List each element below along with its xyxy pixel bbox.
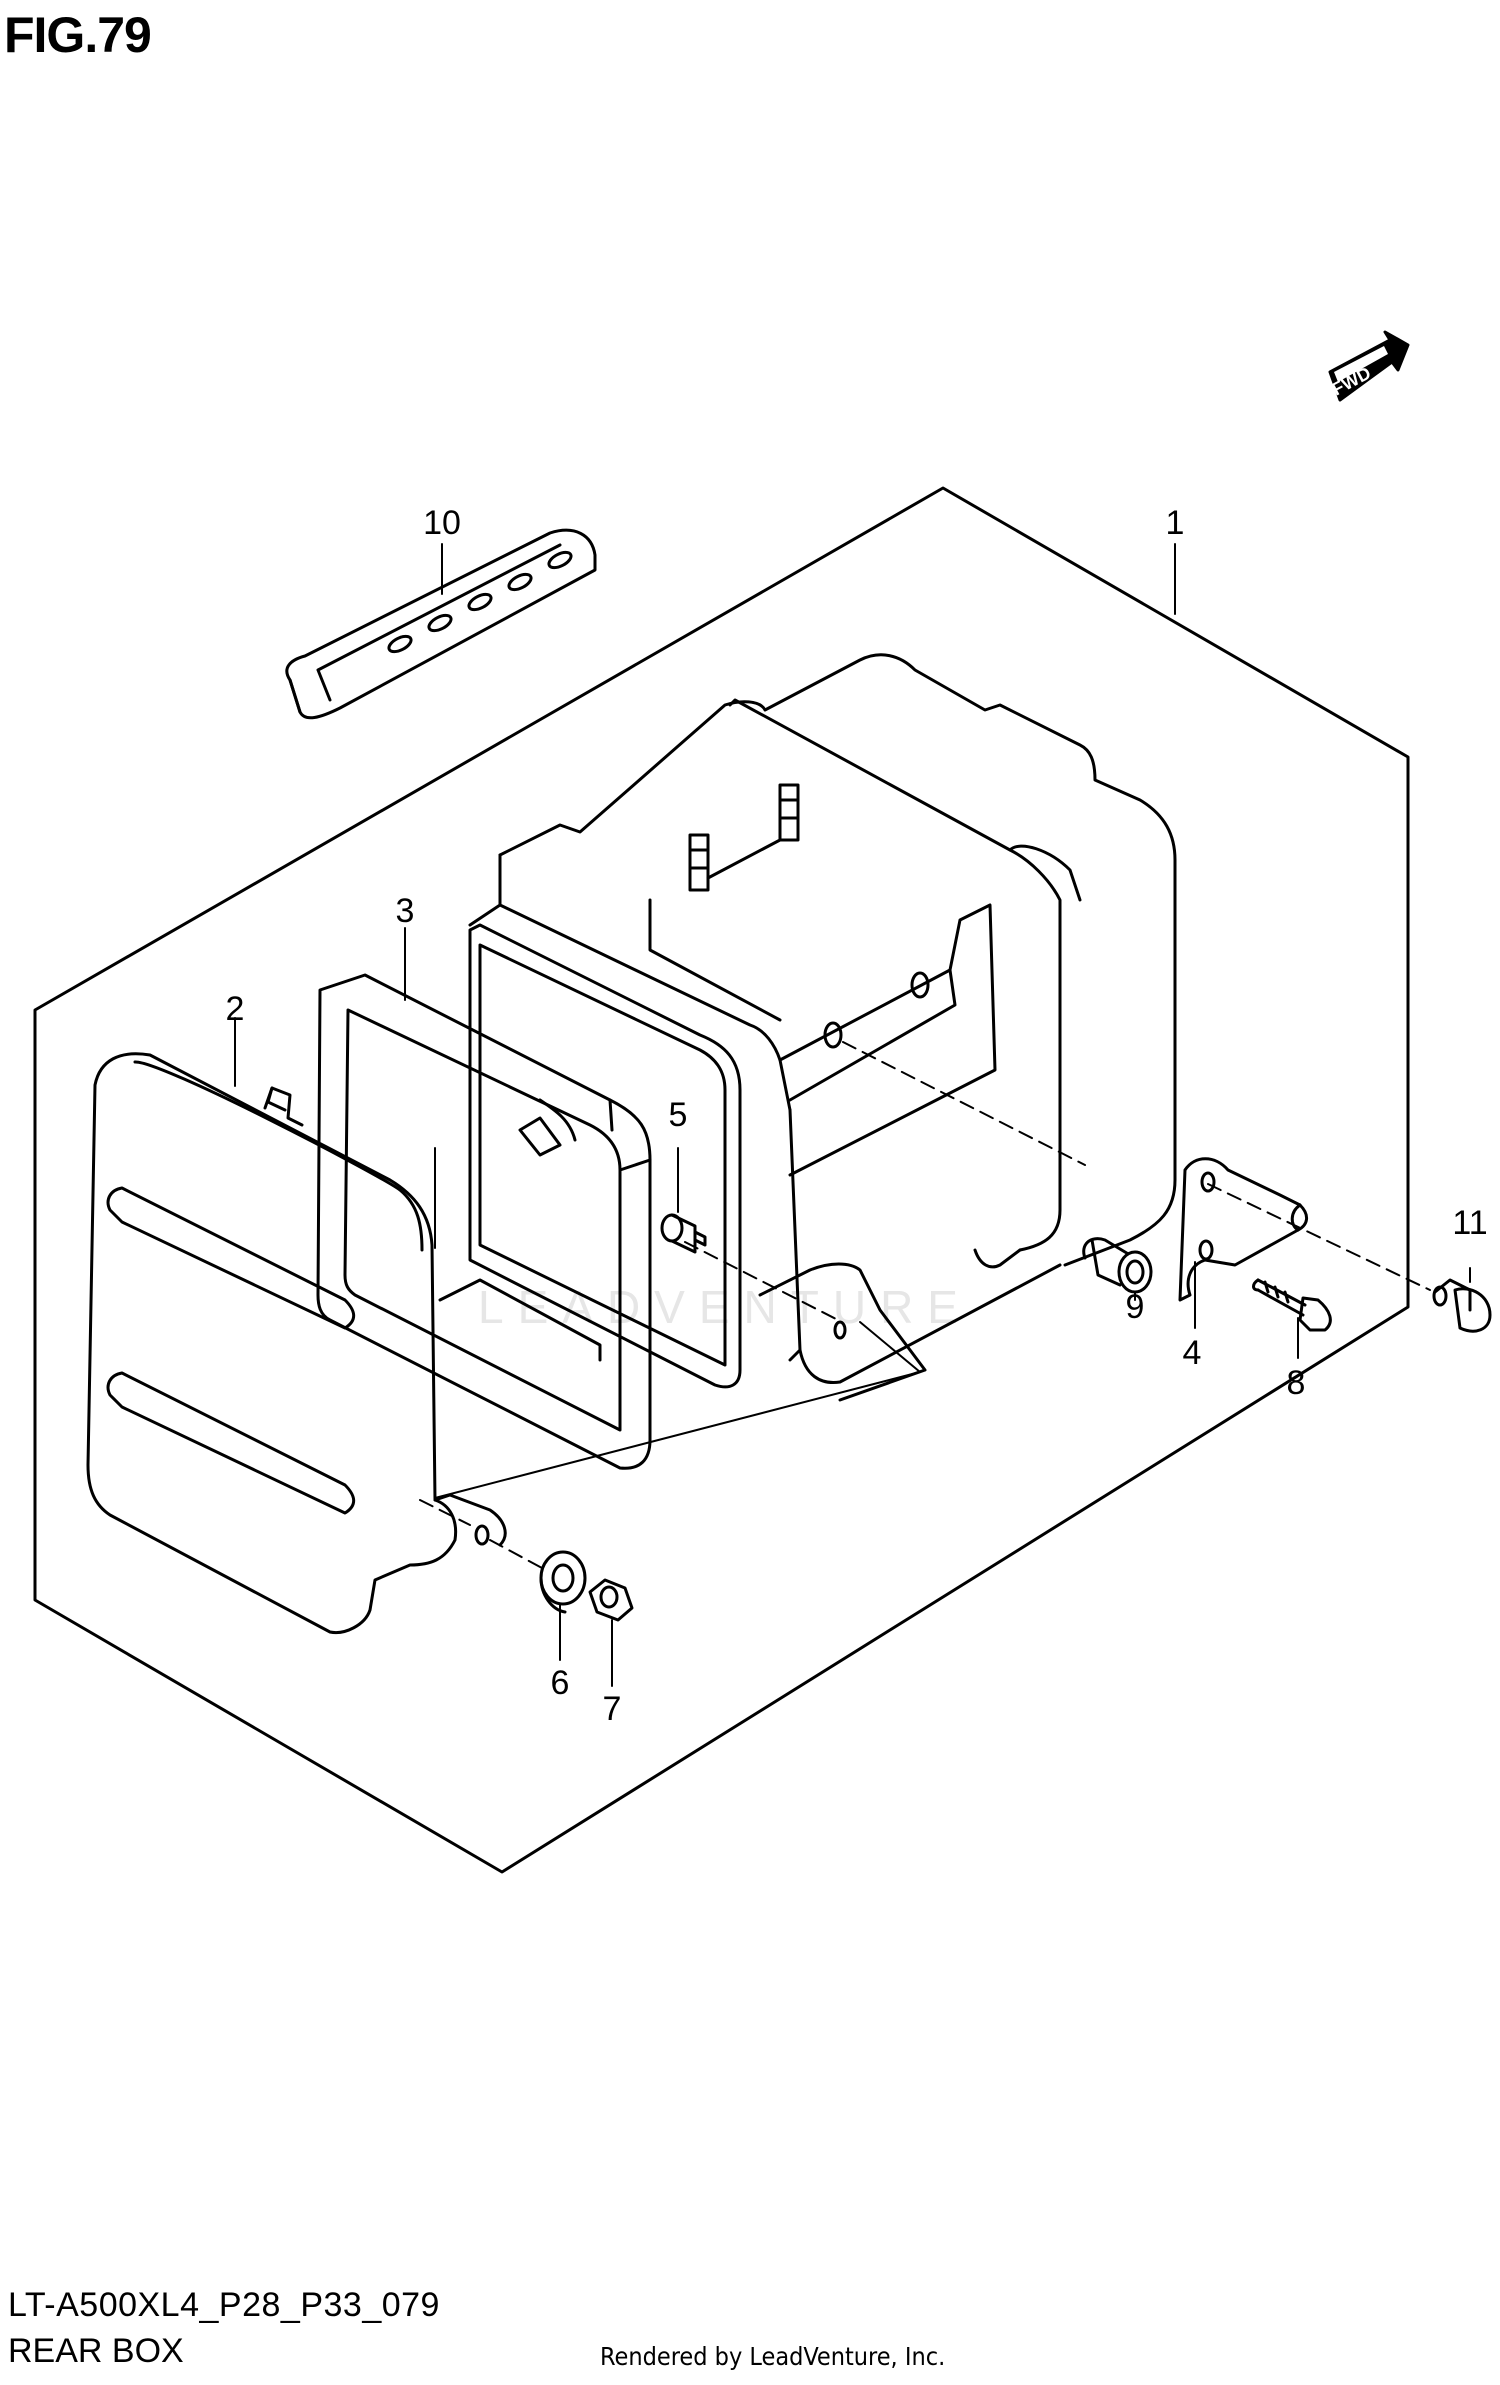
part-10-strap <box>285 528 597 720</box>
callout-5: 5 <box>668 1096 688 1134</box>
part-6-washer <box>539 1550 587 1614</box>
part-7-nut <box>588 1578 634 1622</box>
part-4-bracket <box>1178 1157 1308 1302</box>
figure-title: FIG.79 <box>4 7 152 63</box>
callout-7: 7 <box>602 1690 622 1728</box>
fwd-arrow-icon: FWD <box>1328 330 1410 402</box>
callout-11: 11 <box>1452 1204 1488 1242</box>
part-8-bolt <box>1252 1278 1332 1332</box>
callout-6: 6 <box>550 1664 570 1702</box>
callout-8: 8 <box>1286 1364 1306 1402</box>
callout-4: 4 <box>1182 1334 1202 1372</box>
part-9-bumper <box>1082 1237 1153 1294</box>
assembly-boundary <box>33 486 1410 1874</box>
callout-1: 1 <box>1165 504 1185 542</box>
part-11-flange-bolt <box>1432 1278 1492 1333</box>
part-2-lid <box>86 1052 507 1635</box>
leader-lines <box>234 543 1471 1687</box>
model-code: LT-A500XL4_P28_P33_079 <box>8 2286 440 2324</box>
part-5-screw <box>660 1213 707 1254</box>
callout-3: 3 <box>395 892 415 930</box>
callout-10: 10 <box>423 504 461 542</box>
rendered-by-credit: Rendered by LeadVenture, Inc. <box>600 2342 946 2371</box>
callout-9: 9 <box>1125 1288 1145 1326</box>
callout-2: 2 <box>225 990 245 1028</box>
section-name: REAR BOX <box>8 2332 184 2370</box>
alignment-lines <box>419 1041 1431 1569</box>
part-3-gasket <box>316 973 652 1470</box>
part-1-rear-box <box>468 653 1177 1402</box>
